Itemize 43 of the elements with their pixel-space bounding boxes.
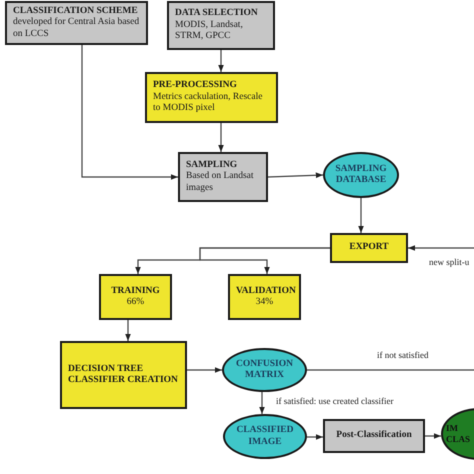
process-box [323,419,425,453]
box-text: developed for Central Asia based on LCCS [13,17,140,40]
connector-line [307,369,474,371]
arrow [81,45,178,180]
node-label: Post-Classification [335,430,413,442]
arrow [358,198,364,233]
box-heading: SAMPLING [186,160,238,171]
box-heading: CLASSIFICATION SCHEME [13,6,139,17]
box-text: MODIS, Landsat, STRM, GPCC [175,20,244,43]
process-box [330,233,408,263]
node-label: CONFUSION MATRIX [234,358,294,382]
node-label: CLASSIFIED IMAGE [235,425,295,448]
box-heading: PRE-PROCESSING [153,80,238,92]
arrow [199,247,330,274]
node-label: DECISION TREE CLASSIFIER CREATION [68,364,179,386]
box-text: 34% [254,297,274,308]
box-text: Metrics cackulation, Rescale to MODIS pixel [153,92,264,115]
arrow [218,50,224,72]
arrow [268,172,324,178]
node-label: EXPORT [348,242,390,254]
process-box [99,274,172,320]
box-text: 66% [126,297,146,308]
box-text: Based on Landsat images [186,171,255,194]
arrow [218,123,224,152]
arrow [125,320,131,341]
arrow [408,245,474,251]
process-box [167,1,275,50]
arrow [259,392,265,414]
arrow [307,434,323,440]
edge-label: new split-u [428,257,470,267]
edge-label: if satisfied: use created classifier [275,396,394,406]
process-box [60,341,187,409]
arrow [425,433,441,439]
box-heading: DATA SELECTION [175,8,259,20]
node-label: SAMPLING DATABASE [334,164,388,186]
edge-label: if not satisfied [376,350,430,360]
box-heading: TRAINING [110,286,161,297]
process-box [5,1,148,45]
process-box [145,72,278,123]
process-box [228,274,301,320]
process-box [178,152,268,202]
arrow [187,367,222,373]
node-label: IM CLAS [446,423,472,445]
